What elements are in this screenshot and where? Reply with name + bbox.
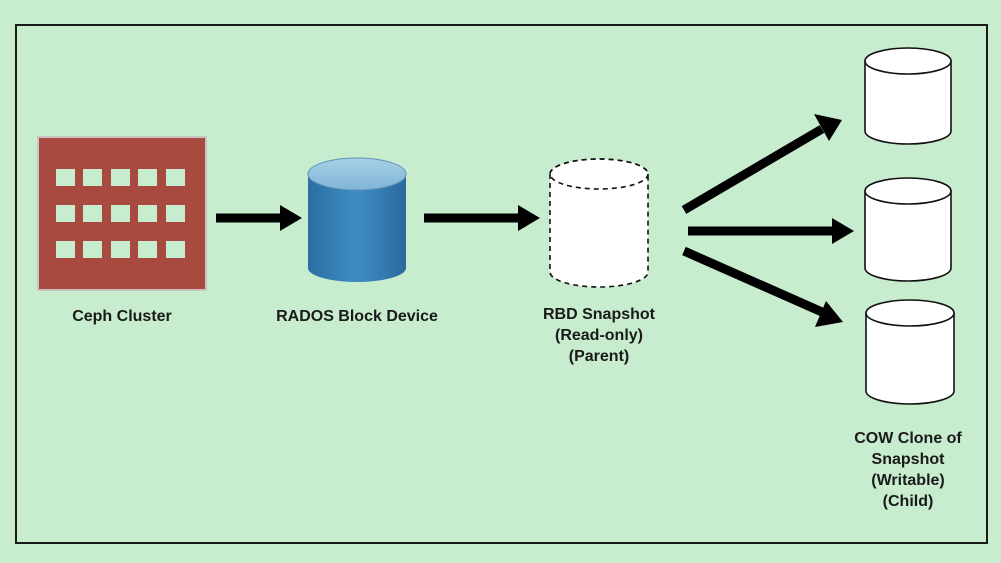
rbd-snapshot-label: RBD Snapshot (Read-only) (Parent) (543, 306, 655, 365)
arrow-rbd-to-snapshot (424, 205, 540, 231)
cylinder-outline-icon (865, 299, 955, 405)
arrow-snapshot-to-clone-bottom (682, 246, 843, 327)
ceph-cluster-icon (37, 136, 207, 291)
cylinder-icon (307, 157, 407, 282)
rados-block-device-label: RADOS Block Device (276, 308, 438, 325)
cylinder-outline-icon (864, 47, 952, 145)
arrow-snapshot-to-clone-top (681, 114, 842, 214)
ceph-cluster-label: Ceph Cluster (72, 308, 172, 325)
cow-clone-label: COW Clone of Snapshot (Writable) (Child) (854, 430, 962, 510)
arrow-snapshot-to-clone-middle (688, 218, 854, 244)
cylinder-outline-icon (864, 177, 952, 282)
diagram-frame (15, 24, 988, 544)
arrow-cluster-to-rbd (216, 205, 302, 231)
dashed-cylinder-icon (549, 158, 649, 288)
